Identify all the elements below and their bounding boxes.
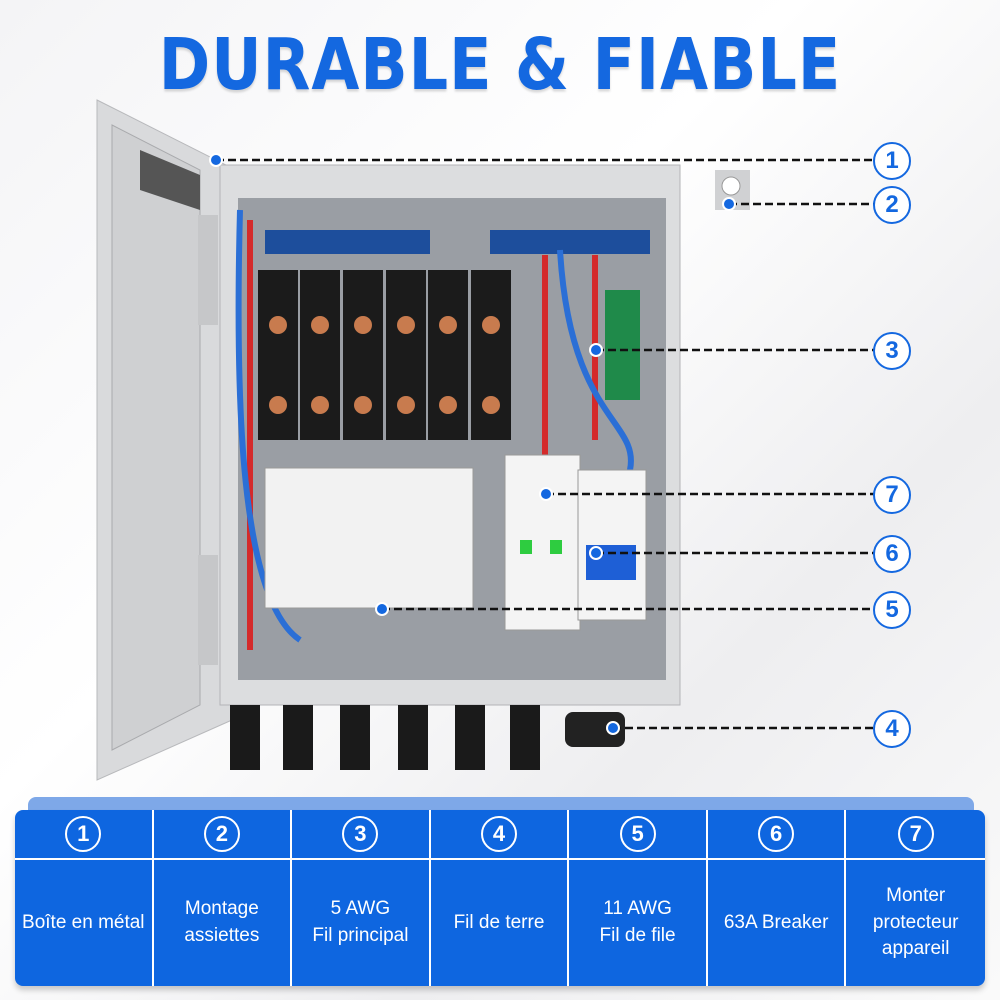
item-label: Fil de terre: [453, 911, 545, 933]
header-cell: 7: [846, 810, 985, 860]
callout-dot-6: [589, 546, 603, 560]
item-cell: Monter protecteur appareil: [846, 860, 985, 986]
callout-7: 7: [873, 476, 911, 514]
header-cell: 5: [569, 810, 708, 860]
number-badge: 2: [203, 816, 240, 852]
mounting-plate: [721, 176, 741, 196]
callout-dot-3: [589, 343, 603, 357]
header-cell: 6: [707, 810, 847, 860]
callout-3: 3: [873, 332, 911, 370]
legend-table: 1 2 3 4 5 6 7 Boîte en métal Montage assi…: [15, 810, 985, 986]
callout-dot-4: [606, 721, 620, 735]
item-cell: Boîte en métal: [15, 860, 154, 986]
item-label: 11 AWG: [603, 898, 672, 920]
surge-protector: [504, 454, 581, 631]
item-label: appareil: [881, 938, 950, 960]
callout-6: 6: [873, 535, 911, 573]
item-label: 5 AWG: [330, 898, 391, 920]
callout-dot-2: [722, 197, 736, 211]
number-badge: 7: [897, 816, 934, 852]
callout-1: 1: [873, 142, 911, 180]
item-label: Boîte en métal: [22, 911, 145, 933]
item-label: 63A Breaker: [723, 911, 829, 933]
item-label: Monter: [886, 885, 946, 907]
callout-2: 2: [873, 186, 911, 224]
callout-dot-5: [375, 602, 389, 616]
item-cell: 63A Breaker: [708, 860, 847, 986]
number-badge: 4: [480, 816, 517, 852]
item-cell: 5 AWG Fil principal: [292, 860, 431, 986]
item-cell: 11 AWG Fil de file: [569, 860, 708, 986]
table-top-bar: [28, 797, 974, 811]
number-badge: 3: [342, 816, 379, 852]
callout-4: 4: [873, 710, 911, 748]
item-cell: Fil de terre: [431, 860, 570, 986]
mc4-connectors: [230, 705, 540, 770]
callout-dot-7: [539, 487, 553, 501]
item-cell: Montage assiettes: [154, 860, 293, 986]
item-label: assiettes: [184, 925, 260, 946]
fuse-block: [264, 467, 474, 609]
header-cell: 3: [292, 810, 431, 860]
header-cell: 2: [153, 810, 293, 860]
number-badge: 6: [758, 816, 795, 852]
item-label: Montage: [184, 898, 259, 920]
item-label: Fil principal: [312, 925, 409, 946]
cable-glands: [565, 712, 625, 747]
number-badge: 1: [65, 816, 102, 852]
item-label: Fil de file: [599, 925, 676, 946]
header-cell: 1: [15, 810, 154, 860]
page-title: DURABLE & FIABLE: [158, 22, 842, 107]
ground-bar: [605, 290, 640, 400]
callout-5: 5: [873, 591, 911, 629]
header-cell: 4: [430, 810, 570, 860]
item-label: protecteur: [872, 911, 959, 933]
callout-dot-1: [209, 153, 223, 167]
number-badge: 5: [619, 816, 656, 852]
